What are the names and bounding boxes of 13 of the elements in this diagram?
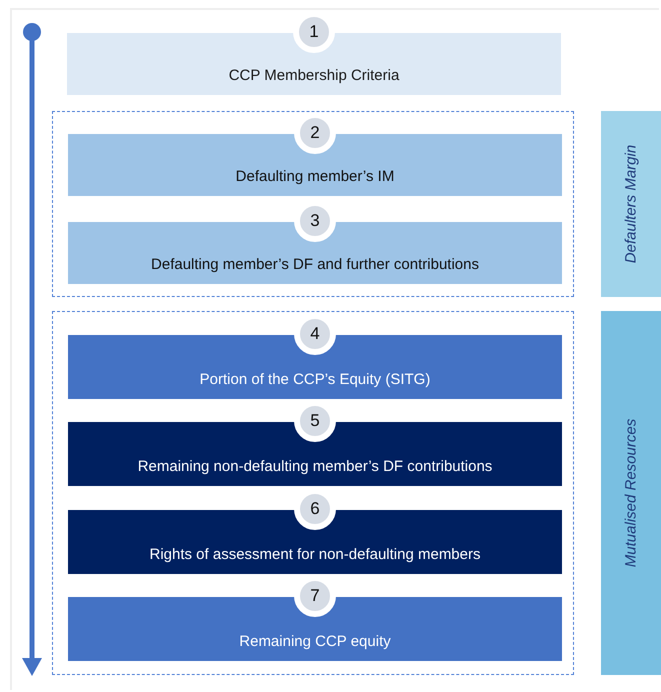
step-label: Defaulting member’s IM xyxy=(234,168,396,185)
step-label: Remaining non-defaulting member’s DF contributions xyxy=(136,458,494,475)
step-label: Remaining CCP equity xyxy=(238,633,392,650)
side-band xyxy=(601,111,661,297)
band-label: Defaulters Margin xyxy=(622,144,640,264)
side-band xyxy=(601,311,661,675)
step-label: Portion of the CCP’s Equity (SITG) xyxy=(198,371,432,388)
step-label: Defaulting member’s DF and further contributions xyxy=(150,256,480,273)
step-label: Rights of assessment for non-defaulting members xyxy=(148,546,482,563)
dashed-group-box xyxy=(52,111,574,297)
dashed-group-box xyxy=(52,311,574,675)
step-label: CCP Membership Criteria xyxy=(228,67,400,84)
band-label: Mutualised Resources xyxy=(622,418,640,568)
